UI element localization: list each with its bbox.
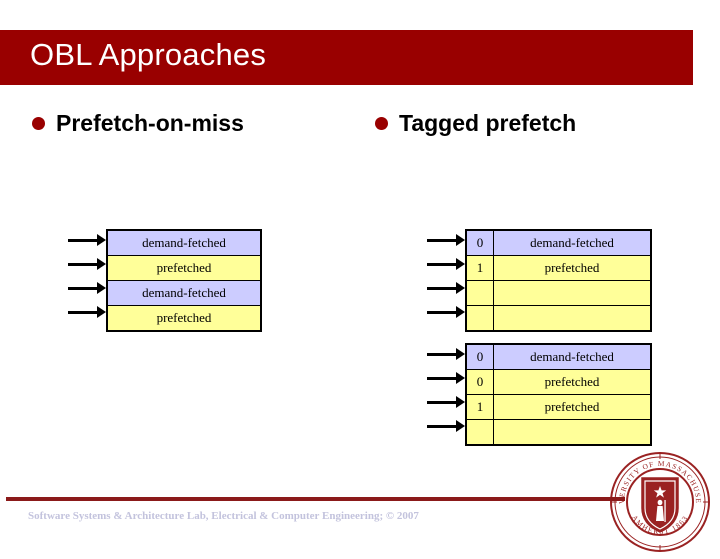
cache-line-label: prefetched	[106, 305, 262, 332]
access-arrow	[427, 282, 465, 294]
table-row: 1 prefetched	[465, 394, 652, 420]
cache-line-label: prefetched	[493, 369, 652, 395]
cache-line-label: prefetched	[493, 255, 652, 281]
arrow-shaft	[427, 239, 458, 242]
cache-line-label	[493, 419, 652, 446]
arrow-shaft	[427, 425, 458, 428]
arrow-head-icon	[456, 234, 465, 246]
footer-text: Software Systems & Architecture Lab, Ele…	[28, 510, 419, 522]
tag-bit	[465, 280, 494, 306]
tag-bit	[465, 419, 494, 446]
arrow-head-icon	[97, 258, 106, 270]
arrow-shaft	[427, 401, 458, 404]
tag-bit: 0	[465, 229, 494, 256]
table-row: 0 demand-fetched	[465, 229, 652, 256]
arrow-head-icon	[456, 258, 465, 270]
bullet-dot-icon	[375, 117, 388, 130]
bullet-prefetch-on-miss: Prefetch-on-miss	[32, 110, 244, 137]
access-arrow	[427, 306, 465, 318]
arrow-shaft	[427, 353, 458, 356]
cache-table-tagged-prefetch-bottom: 0 demand-fetched 0 prefetched 1 prefetch…	[465, 343, 652, 446]
access-arrow	[68, 234, 106, 246]
cache-line-label: demand-fetched	[493, 229, 652, 256]
arrow-head-icon	[456, 348, 465, 360]
arrow-head-icon	[456, 420, 465, 432]
arrow-shaft	[427, 263, 458, 266]
title-bar	[0, 30, 693, 85]
arrow-head-icon	[97, 306, 106, 318]
access-arrow	[68, 258, 106, 270]
table-row: prefetched	[106, 305, 262, 332]
access-arrow	[427, 372, 465, 384]
cache-table-tagged-prefetch-top: 0 demand-fetched 1 prefetched	[465, 229, 652, 332]
tag-bit: 1	[465, 255, 494, 281]
table-row: 0 prefetched	[465, 369, 652, 395]
arrow-head-icon	[97, 234, 106, 246]
footer-divider	[6, 497, 625, 501]
access-arrow	[427, 234, 465, 246]
arrow-head-icon	[97, 282, 106, 294]
cache-line-label: prefetched	[493, 394, 652, 420]
arrow-shaft	[427, 287, 458, 290]
access-arrow	[68, 306, 106, 318]
table-row	[465, 305, 652, 332]
cache-line-label	[493, 305, 652, 332]
access-arrow	[427, 420, 465, 432]
arrow-head-icon	[456, 282, 465, 294]
umass-amherst-seal-logo: UNIVERSITY OF MASSACHUSETTS AMHERST 1863	[605, 443, 712, 554]
arrow-shaft	[68, 287, 99, 290]
access-arrow	[427, 396, 465, 408]
arrow-shaft	[68, 263, 99, 266]
bullet-label: Tagged prefetch	[399, 110, 577, 136]
cache-line-label: demand-fetched	[106, 280, 262, 306]
bullet-tagged-prefetch: Tagged prefetch	[375, 110, 576, 137]
table-row: demand-fetched	[106, 229, 262, 256]
arrow-shaft	[427, 377, 458, 380]
cache-line-label: prefetched	[106, 255, 262, 281]
cache-line-label: demand-fetched	[106, 229, 262, 256]
table-row	[465, 419, 652, 446]
tag-bit: 1	[465, 394, 494, 420]
access-arrow	[427, 258, 465, 270]
arrow-head-icon	[456, 372, 465, 384]
cache-line-label: demand-fetched	[493, 343, 652, 370]
arrow-shaft	[68, 239, 99, 242]
bullet-dot-icon	[32, 117, 45, 130]
table-row: demand-fetched	[106, 280, 262, 306]
cache-table-prefetch-on-miss: demand-fetched prefetched demand-fetched…	[106, 229, 262, 332]
bullet-label: Prefetch-on-miss	[56, 110, 244, 136]
tag-bit: 0	[465, 369, 494, 395]
access-arrow	[68, 282, 106, 294]
table-row: 1 prefetched	[465, 255, 652, 281]
tag-bit	[465, 305, 494, 332]
cache-line-label	[493, 280, 652, 306]
table-row	[465, 280, 652, 306]
arrow-shaft	[68, 311, 99, 314]
table-row: 0 demand-fetched	[465, 343, 652, 370]
page-title: OBL Approaches	[30, 37, 267, 72]
table-row: prefetched	[106, 255, 262, 281]
access-arrow	[427, 348, 465, 360]
arrow-shaft	[427, 311, 458, 314]
arrow-head-icon	[456, 306, 465, 318]
tag-bit: 0	[465, 343, 494, 370]
arrow-head-icon	[456, 396, 465, 408]
